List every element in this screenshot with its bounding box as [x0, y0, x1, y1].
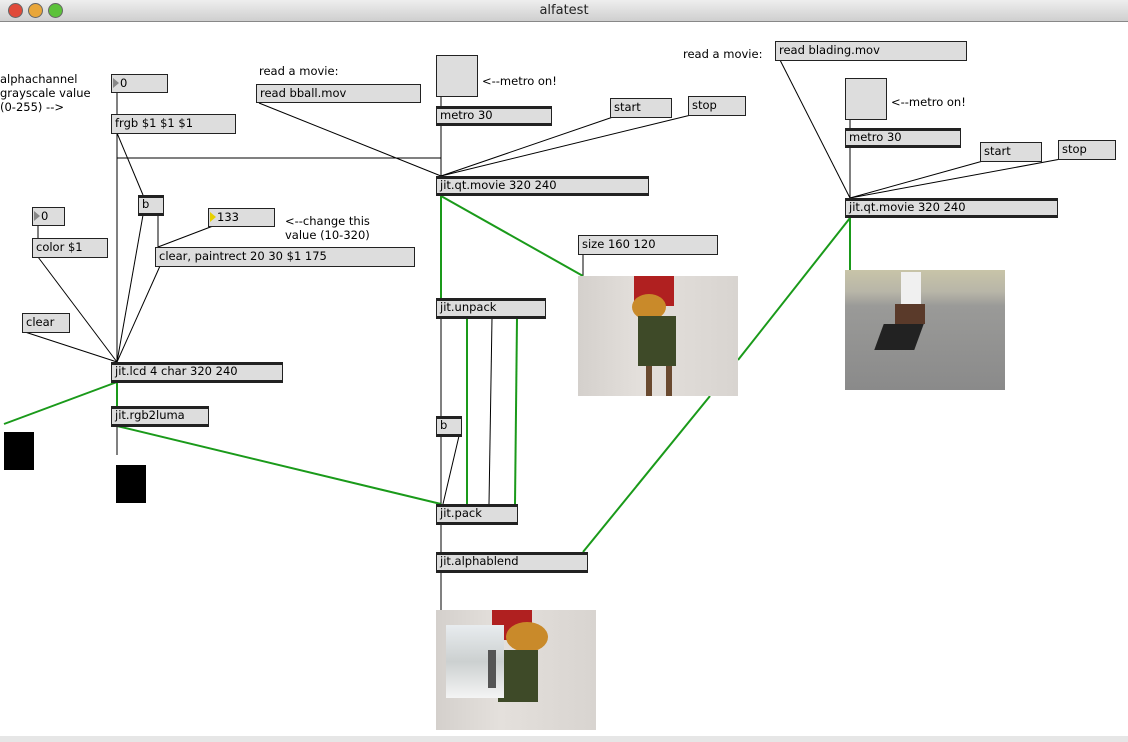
comment-alphachannel: alphachannel grayscale value (0-255) --> [0, 72, 91, 114]
alphablend-output-window [436, 610, 596, 730]
metro-toggle-1[interactable] [436, 55, 478, 97]
stop-message-2[interactable]: stop [1058, 140, 1116, 160]
jit-qt-movie-1[interactable]: jit.qt.movie 320 240 [436, 176, 649, 196]
comment-read-movie-1: read a movie: [259, 64, 339, 78]
paintrect-number-box[interactable]: 133 [208, 208, 275, 227]
jit-rgb2luma[interactable]: jit.rgb2luma [111, 406, 209, 427]
comment-change-value: <--change this value (10-320) [285, 214, 370, 242]
paintrect-message[interactable]: clear, paintrect 20 30 $1 175 [155, 247, 415, 267]
color-number-box[interactable]: 0 [32, 207, 65, 226]
window-title: alfatest [539, 3, 589, 18]
luma-preview-window [116, 465, 146, 503]
jit-unpack[interactable]: jit.unpack [436, 298, 546, 319]
jit-alphablend[interactable]: jit.alphablend [436, 552, 588, 573]
frgb-message[interactable]: frgb $1 $1 $1 [111, 114, 236, 134]
minimize-button[interactable] [28, 3, 43, 18]
comment-read-movie-2: read a movie: [683, 47, 763, 61]
start-message-2[interactable]: start [980, 142, 1042, 162]
comment-metro-on-1: <--metro on! [482, 74, 557, 88]
title-bar: alfatest [0, 0, 1128, 22]
jit-qt-movie-2[interactable]: jit.qt.movie 320 240 [845, 198, 1058, 218]
bangbang-object-1[interactable]: b [138, 195, 164, 216]
lcd-preview-window [4, 432, 34, 470]
bangbang-object-2[interactable]: b [436, 416, 462, 437]
horizontal-scrollbar[interactable] [0, 736, 1128, 742]
size-message[interactable]: size 160 120 [578, 235, 718, 255]
blading-video-window [845, 270, 1005, 390]
alpha-number-box[interactable]: 0 [111, 74, 168, 93]
metro-object-2[interactable]: metro 30 [845, 128, 961, 148]
metro-object-1[interactable]: metro 30 [436, 106, 552, 126]
stop-message-1[interactable]: stop [688, 96, 746, 116]
bball-video-window [578, 276, 738, 396]
read-bball-message[interactable]: read bball.mov [256, 84, 421, 103]
jit-pack[interactable]: jit.pack [436, 504, 518, 525]
start-message-1[interactable]: start [610, 98, 672, 118]
read-blading-message[interactable]: read blading.mov [775, 41, 967, 61]
comment-metro-on-2: <--metro on! [891, 95, 966, 109]
close-button[interactable] [8, 3, 23, 18]
metro-toggle-2[interactable] [845, 78, 887, 120]
zoom-button[interactable] [48, 3, 63, 18]
clear-message[interactable]: clear [22, 313, 70, 333]
color-message[interactable]: color $1 [32, 238, 108, 258]
jit-lcd[interactable]: jit.lcd 4 char 320 240 [111, 362, 283, 383]
